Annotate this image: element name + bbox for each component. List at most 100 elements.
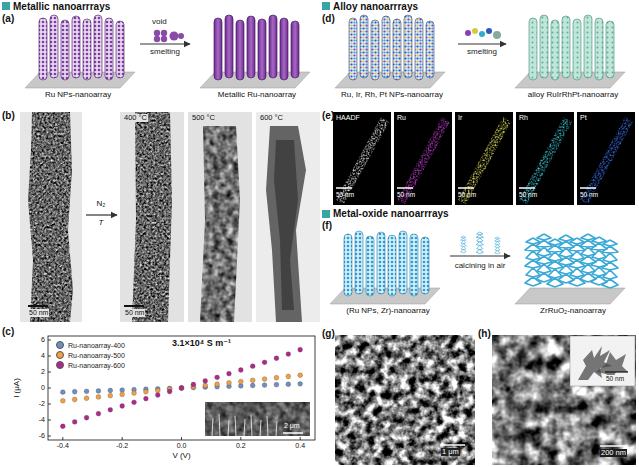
data-point (262, 383, 267, 388)
data-point (203, 379, 208, 384)
scale-bar-label: 50 nm (605, 375, 625, 382)
data-point (84, 415, 89, 420)
data-point (96, 395, 101, 400)
data-point (96, 389, 101, 394)
caption-label: alloy RuIrRhPt-nanoarray (528, 91, 618, 100)
section-heading: Metallic nanoarrrays (13, 1, 110, 12)
data-point (108, 407, 113, 412)
data-point (132, 400, 137, 405)
legend-text: Ru-nanoarray-400 (68, 342, 125, 349)
caption-label: Metallic Ru-nanoarray (218, 91, 296, 100)
legend-row: Ru-nanoarray-400 (56, 341, 125, 349)
data-point (179, 386, 184, 391)
data-point (274, 382, 279, 387)
data-point (60, 398, 65, 403)
data-point (298, 373, 303, 378)
data-point (155, 388, 160, 393)
scale-bar-label: 1 μm (441, 448, 460, 456)
data-point (155, 393, 160, 398)
data-point (120, 388, 125, 393)
panel-letter: (a) (2, 13, 14, 24)
legend-text: Ru-nanoarray-600 (68, 362, 125, 369)
data-point (286, 382, 291, 387)
data-point (60, 424, 65, 429)
data-point (72, 420, 77, 425)
tick-label: 4 (41, 352, 45, 360)
data-point (120, 392, 125, 397)
section-heading: Alloy nanoarrrays (333, 1, 418, 12)
process-label: calcining in air (455, 262, 506, 271)
data-point (238, 384, 243, 389)
data-point (238, 379, 243, 384)
temperature-label: 600 °C (259, 114, 284, 122)
panel-letter: (c) (2, 326, 14, 337)
process-label: smelting (467, 48, 497, 57)
data-point (179, 386, 184, 391)
scale-bar-label: 50 nm (458, 191, 476, 198)
data-point (262, 360, 267, 365)
legend-swatch (56, 361, 64, 369)
legend-swatch (56, 341, 64, 349)
axis-title: I (μA) (13, 378, 22, 398)
channel-label: Ru (397, 114, 406, 122)
data-point (96, 411, 101, 416)
data-point (215, 375, 220, 380)
panel-letter: (f) (322, 220, 332, 231)
data-point (286, 352, 291, 357)
data-point (274, 356, 279, 361)
panel-letter: (d) (322, 13, 335, 24)
temperature-label: 400 °C (123, 114, 148, 122)
tick-label: -4 (39, 416, 45, 424)
data-point (120, 404, 125, 409)
scale-bar-label: 50 nm (28, 309, 49, 317)
legend-row: Ru-nanoarray-500 (56, 351, 125, 359)
conductivity-value: 3.1×10⁴ S m⁻¹ (172, 339, 231, 349)
tick-label: -2 (39, 400, 45, 408)
data-point (227, 380, 232, 385)
data-point (108, 388, 113, 393)
data-point (132, 391, 137, 396)
data-point (84, 396, 89, 401)
data-point (250, 364, 255, 369)
scale-bar-label: 50 nm (124, 309, 145, 317)
tick-label: 0.2 (236, 442, 246, 450)
data-point (191, 382, 196, 387)
legend-swatch (56, 351, 64, 359)
panel-letter: (b) (2, 110, 15, 121)
data-point (250, 378, 255, 383)
channel-label: Rh (519, 114, 528, 122)
scale-bar-label: 2 μm (284, 422, 300, 430)
data-point (274, 375, 279, 380)
tick-label: 2 (41, 368, 45, 376)
tick-label: -0.4 (57, 442, 69, 450)
panel-letter: (h) (478, 328, 491, 339)
caption-label: ZrRuO₂-nanoarray (540, 307, 606, 316)
data-point (144, 396, 149, 401)
caption-label: Ru, Ir, Rh, Pt NPs-nanoarray (341, 91, 443, 100)
panel-letter: (g) (322, 328, 335, 339)
data-point (262, 377, 267, 382)
data-point (286, 374, 291, 379)
legend-text: Ru-nanoarray-500 (68, 352, 125, 359)
data-point (203, 383, 208, 388)
scale-bar-label: 50 nm (580, 191, 598, 198)
data-point (72, 389, 77, 394)
data-point (60, 390, 65, 395)
data-point (215, 382, 220, 387)
axis-title: V (V) (172, 452, 190, 461)
scale-bar-label: 50 nm (336, 191, 354, 198)
channel-label: Ir (458, 114, 462, 122)
legend-row: Ru-nanoarray-600 (56, 361, 125, 369)
tick-label: 0.4 (295, 442, 305, 450)
data-point (179, 386, 184, 391)
data-point (108, 393, 113, 398)
caption-label: Ru NPs-nanoarray (45, 91, 111, 100)
data-point (227, 371, 232, 376)
data-point (144, 389, 149, 394)
tick-label: 0.0 (177, 442, 187, 450)
data-point (167, 389, 172, 394)
tick-label: 6 (41, 336, 45, 344)
condition-label: N₂ (97, 200, 106, 209)
